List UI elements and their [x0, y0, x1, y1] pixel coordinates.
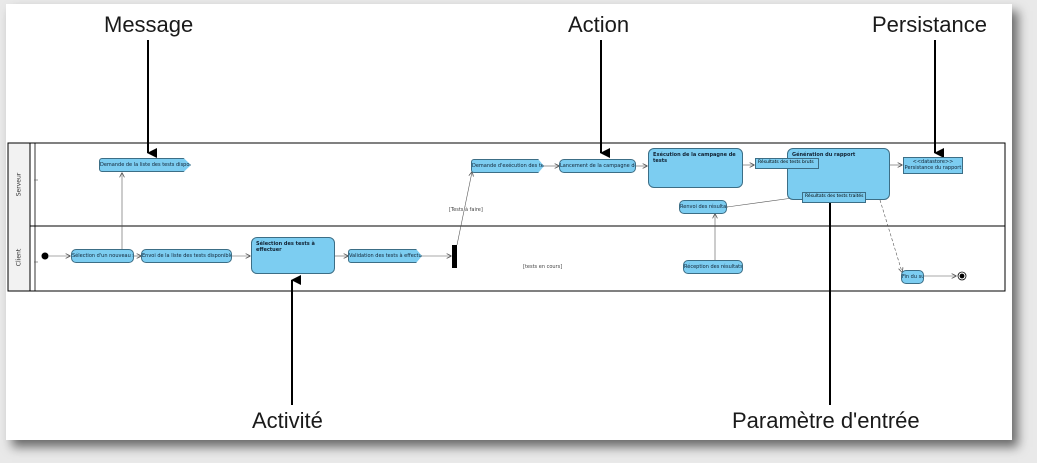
- callout-activite: Activité: [252, 408, 323, 433]
- node-persistance-rapport[interactable]: <<datastore>> Persistance du rapport: [903, 157, 963, 174]
- node-fin-suivi[interactable]: Fin du suivi: [901, 270, 924, 284]
- guard-tests-a-faire: [Tests à faire]: [449, 207, 483, 213]
- node-reception-resultats[interactable]: Réception des résultats: [683, 260, 743, 274]
- node-envoi-liste[interactable]: Envoi de la liste des tests disponibles: [141, 249, 232, 263]
- node-execution-campagne-title: Exécution de la campagne de tests: [653, 152, 736, 164]
- callout-message: Message: [104, 12, 194, 37]
- node-renvoi-resultats[interactable]: Renvoi des résultats: [679, 200, 727, 214]
- node-selection-nouveau-suivi[interactable]: Sélection d'un nouveau suivi: [71, 249, 134, 263]
- lane-label-serveur: Serveur: [15, 172, 23, 197]
- node-selection-tests-title: Sélection des tests à effectuer: [256, 241, 315, 253]
- node-demande-liste[interactable]: Demande de la liste des tests disponible…: [99, 158, 191, 172]
- node-demande-execution[interactable]: Demande d'exécution des tests: [471, 159, 544, 173]
- node-persistance-stereotype: <<datastore>>: [912, 159, 954, 165]
- node-generation-rapport-title: Génération du rapport: [792, 152, 856, 158]
- pin-resultats-bruts: Résultats des tests bruts: [755, 158, 819, 169]
- callout-action: Action: [568, 12, 630, 37]
- note-tests-en-cours: [tests en cours]: [523, 264, 563, 270]
- node-validation-tests[interactable]: Validation des tests à effectuer: [348, 249, 422, 263]
- diagram-paper: [6, 4, 1012, 440]
- node-selection-tests[interactable]: Sélection des tests à effectuer: [251, 237, 335, 274]
- lane-label-client: Client: [15, 248, 23, 267]
- node-persistance-name: Persistance du rapport: [904, 165, 962, 171]
- node-execution-campagne[interactable]: Exécution de la campagne de tests: [648, 148, 743, 188]
- node-lancement-campagne[interactable]: Lancement de la campagne de test: [559, 159, 636, 173]
- callout-parametre: Paramètre d'entrée: [732, 408, 920, 433]
- pin-resultats-traites: Résultats des tests traités: [802, 192, 866, 203]
- callout-persistance: Persistance: [872, 12, 987, 37]
